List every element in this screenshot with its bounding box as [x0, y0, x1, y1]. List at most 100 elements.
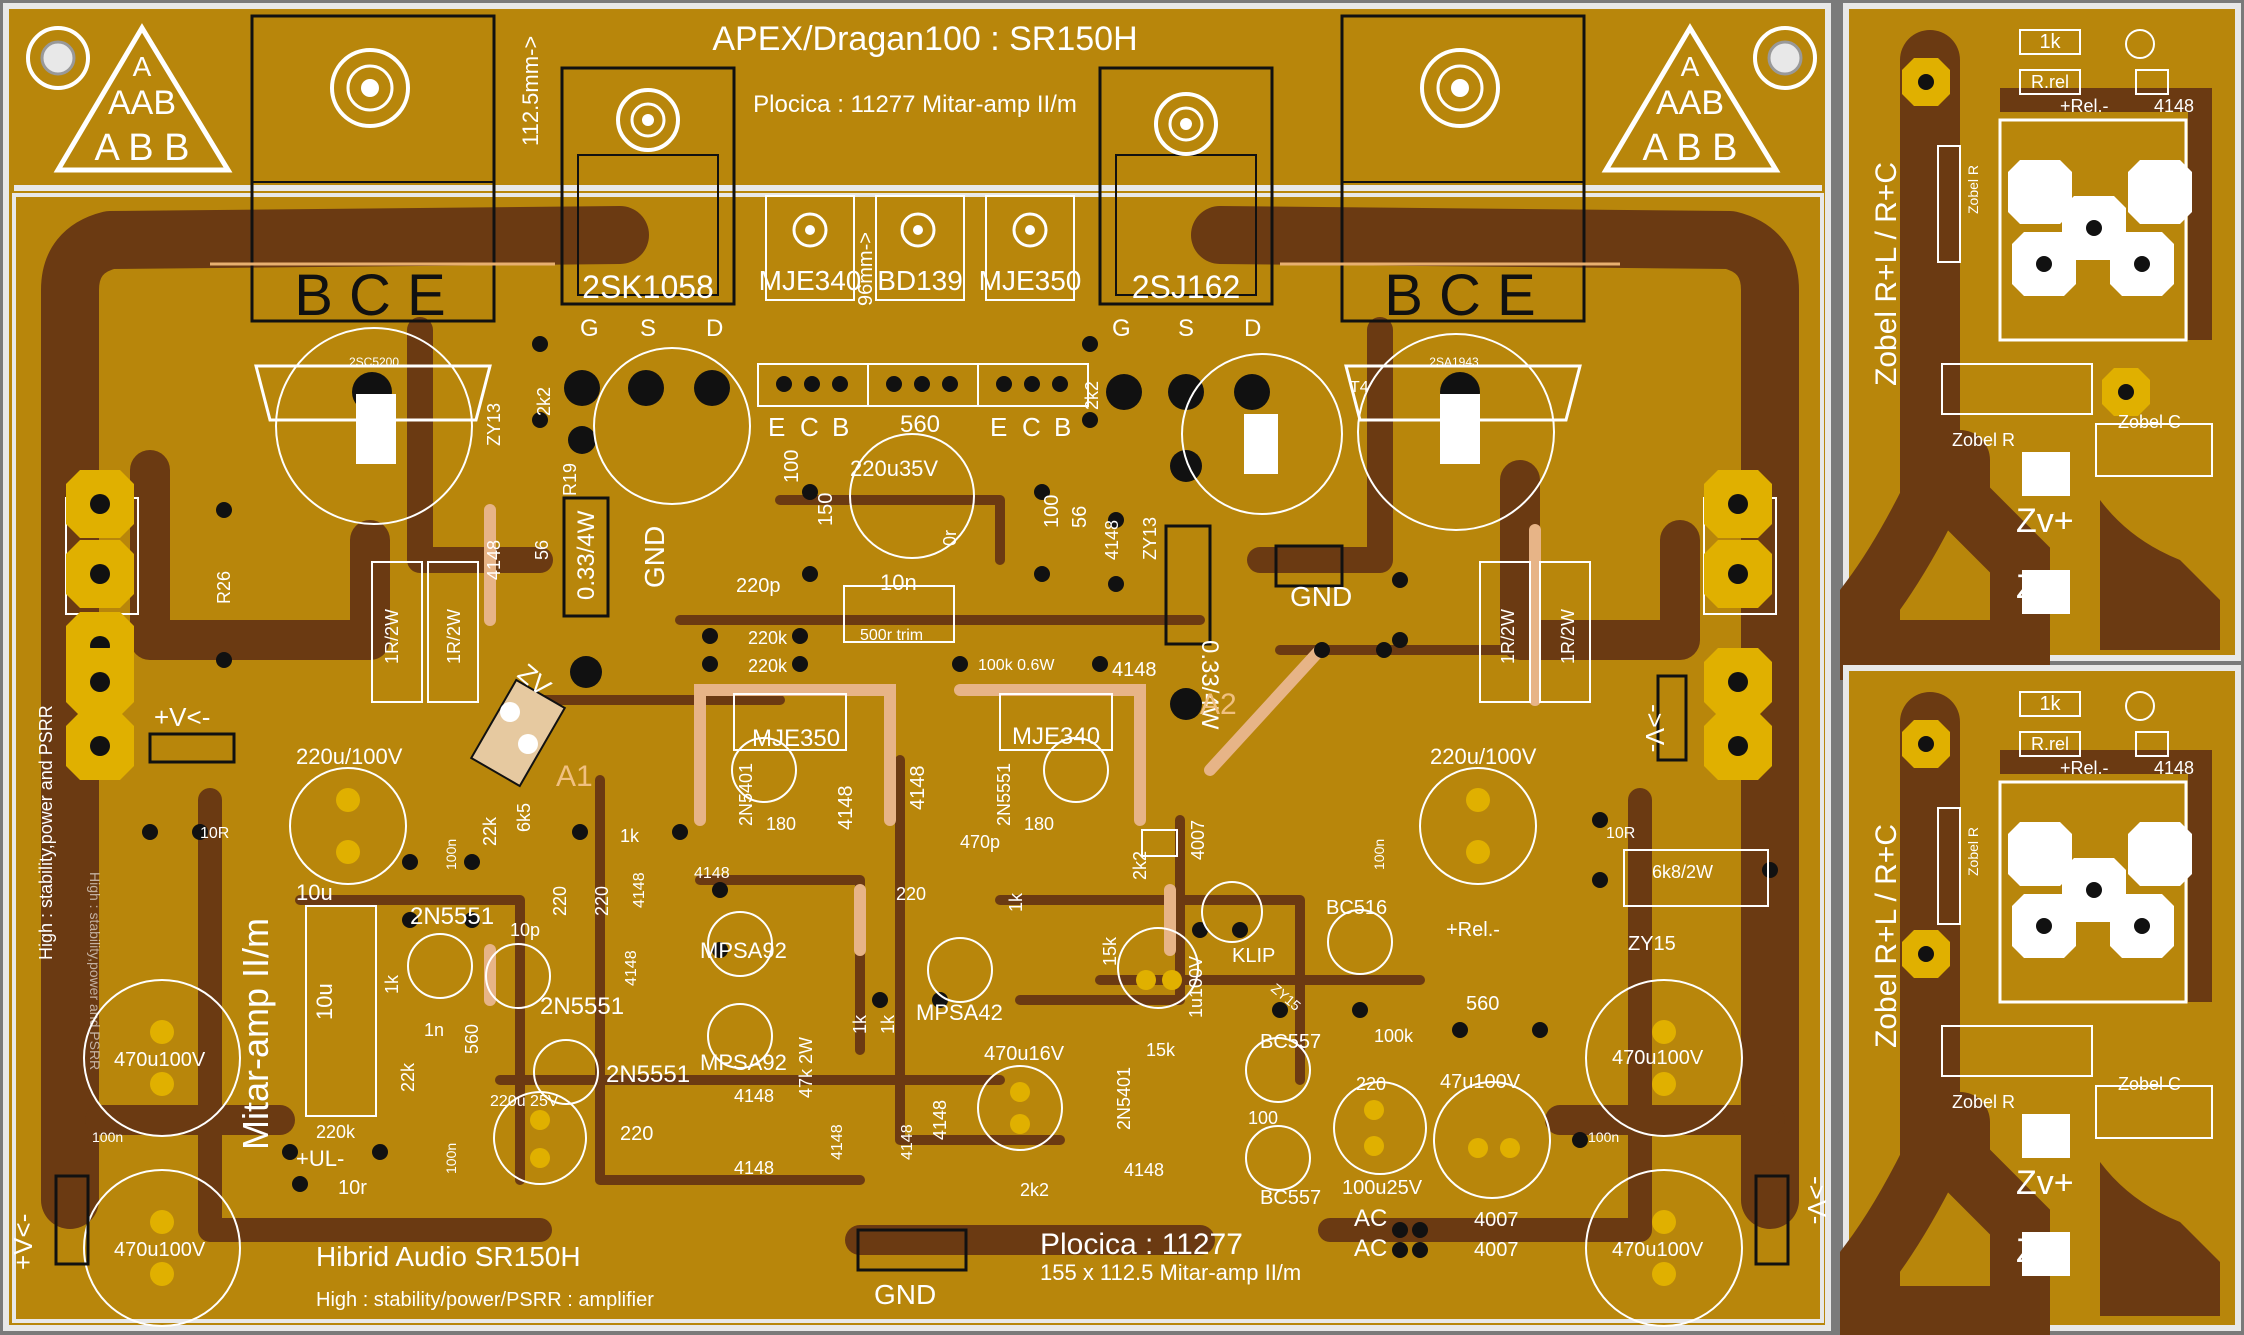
label-c100u25: 100u25V — [1342, 1177, 1423, 1199]
dimension-label-2: 96mm-> — [855, 232, 877, 306]
label-brand: Hibrid Audio SR150H — [316, 1241, 581, 1272]
label-r560: 560 — [462, 1024, 482, 1054]
label-r100b: 100 — [1041, 495, 1063, 528]
label-r1k-d: 1k — [850, 1014, 870, 1034]
bjt-part-label: 2SC5200 — [349, 355, 399, 369]
label-r2k2-c: 2k2 — [1130, 851, 1150, 880]
mounting-hole — [1753, 26, 1817, 90]
r6k8-outline — [1623, 849, 1769, 907]
label-zy13b: ZY13 — [1140, 517, 1160, 560]
zobel-d4148: 4148 — [2154, 758, 2194, 778]
label-d4148c: 4148 — [1112, 659, 1157, 681]
label-r220-b: 220 — [592, 886, 612, 916]
driver-pads — [776, 376, 1068, 392]
driver-label: BD139 — [877, 265, 963, 296]
label-rel: +Rel.- — [1446, 919, 1500, 941]
label-footer-dims: 155 x 112.5 Mitar-amp II/m — [1040, 1260, 1301, 1285]
label-d4148i: 4148 — [734, 1086, 774, 1106]
label-brand-note: High : stability/power/PSRR : amplifier — [316, 1289, 654, 1311]
label-d4148g: 4148 — [631, 872, 648, 908]
label-mje340: MJE340 — [1012, 723, 1100, 750]
zobel-rel: +Rel.- — [2060, 758, 2109, 778]
pin-c: C — [1022, 412, 1041, 442]
label-r033b: 0.33/4W — [1196, 640, 1223, 730]
label-r100a: 100 — [781, 450, 803, 483]
vminus-right-box — [1656, 674, 1688, 762]
to3p-outlines: 2SC5200 2SA1943 T4 — [254, 327, 1582, 531]
label-klip: KLIP — [1232, 945, 1275, 967]
label-c10p: 10p — [510, 920, 540, 940]
label-2n5551-a: 2N5551 — [410, 903, 494, 930]
gnd-box — [1274, 544, 1344, 588]
label-c47u100: 47u100V — [1440, 1071, 1521, 1093]
zv-zener — [469, 678, 567, 788]
logo-mid: AAB — [108, 84, 176, 122]
label-c470p: 470p — [960, 832, 1000, 852]
small-transistors — [407, 737, 1393, 1191]
label-r56b: 56 — [1069, 506, 1091, 528]
label-2n5551-b: 2N5551 — [540, 993, 624, 1020]
label-r1k-a: 1k — [620, 826, 640, 846]
label-2n5401a: 2N5401 — [736, 763, 756, 826]
label-1r2w-c: 1R/2W — [1498, 609, 1518, 664]
label-mpsa92-a: MPSA92 — [700, 938, 787, 963]
label-mitar-amp: Mitar-amp II/m — [235, 918, 276, 1150]
label-zy15: ZY15 — [1628, 933, 1676, 955]
label-c470u16: 470u16V — [984, 1043, 1065, 1065]
label-c100n-a: 100n — [443, 839, 459, 870]
label-a2: A2 — [1200, 688, 1237, 721]
pin-e: E — [990, 412, 1007, 442]
zobel-zv-minus: Zv- — [2016, 568, 2065, 606]
pin-s: S — [640, 315, 656, 342]
label-d4148b: 4148 — [484, 540, 504, 580]
label-gnd1: GND — [1290, 581, 1352, 612]
zobel-rrel: R.rel — [2031, 72, 2069, 92]
label-c10n: 10n — [880, 570, 917, 595]
mje350-outline — [733, 693, 847, 751]
dimension-label: 112.5mm-> — [518, 36, 543, 146]
label-r10r-b: 10R — [1606, 825, 1635, 842]
label-ac-a: AC — [1354, 1205, 1387, 1232]
trim-outline — [843, 585, 955, 643]
label-r180a: 180 — [766, 814, 796, 834]
label-r100k06w: 100k 0.6W — [978, 657, 1055, 674]
pin-g: G — [580, 315, 599, 342]
label-1r2w-d: 1R/2W — [1558, 609, 1578, 664]
board-subtitle: Plocica : 11277 Mitar-amp II/m — [753, 91, 1077, 118]
label-d4148d: 4148 — [835, 786, 857, 831]
label-r6k8: 6k8/2W — [1652, 862, 1713, 882]
zobel-r1k: 1k — [2039, 693, 2061, 715]
zobel-c-label: Zobel C — [2118, 1074, 2181, 1094]
label-r2k2-d: 2k2 — [1020, 1180, 1049, 1200]
right-mosfet: 2SJ162 G S D — [1098, 66, 1274, 342]
aab-logo: A AAB A B B — [53, 23, 233, 173]
label-c220u35: 220u35V — [850, 456, 938, 481]
label-c220p: 220p — [736, 575, 781, 597]
gnd-bottom-box — [856, 1228, 968, 1272]
label-r100: 100 — [1248, 1108, 1278, 1128]
label-d4148h: 4148 — [623, 950, 640, 986]
label-c100n-d: 100n — [92, 1129, 123, 1145]
zobel-zv-plus: Zv+ — [2016, 502, 2074, 540]
mosfet-label: 2SK1058 — [582, 269, 714, 305]
aab-logo-right: A AAB A B B — [1601, 23, 1781, 173]
bce-label: B C E — [1384, 263, 1536, 328]
label-c470u100-b: 470u100V — [114, 1239, 206, 1261]
label-d4148n: 4148 — [1124, 1160, 1164, 1180]
zobel-r-label: Zobel R — [1952, 1092, 2015, 1112]
label-r15k: 15k — [1100, 936, 1120, 966]
label-r220-e: 220 — [1356, 1074, 1386, 1094]
label-r56a: 56 — [532, 540, 552, 560]
mounting-holes — [26, 26, 1817, 90]
driver-label: MJE340 — [759, 265, 862, 296]
label-d4148a: 4148 — [1102, 520, 1122, 560]
label-mje350: MJE350 — [752, 725, 840, 752]
zobel-zv-plus: Zv+ — [2016, 1164, 2074, 1202]
zobel-title: Zobel R+L / R+C — [1870, 162, 1903, 386]
source-resistors — [562, 496, 1212, 646]
label-vminus-right: ->V- — [1640, 704, 1670, 752]
logo-top: A — [1681, 51, 1700, 82]
label-bc516: BC516 — [1326, 897, 1387, 919]
label-vminus-bottom: ->V- — [1802, 1176, 1832, 1224]
